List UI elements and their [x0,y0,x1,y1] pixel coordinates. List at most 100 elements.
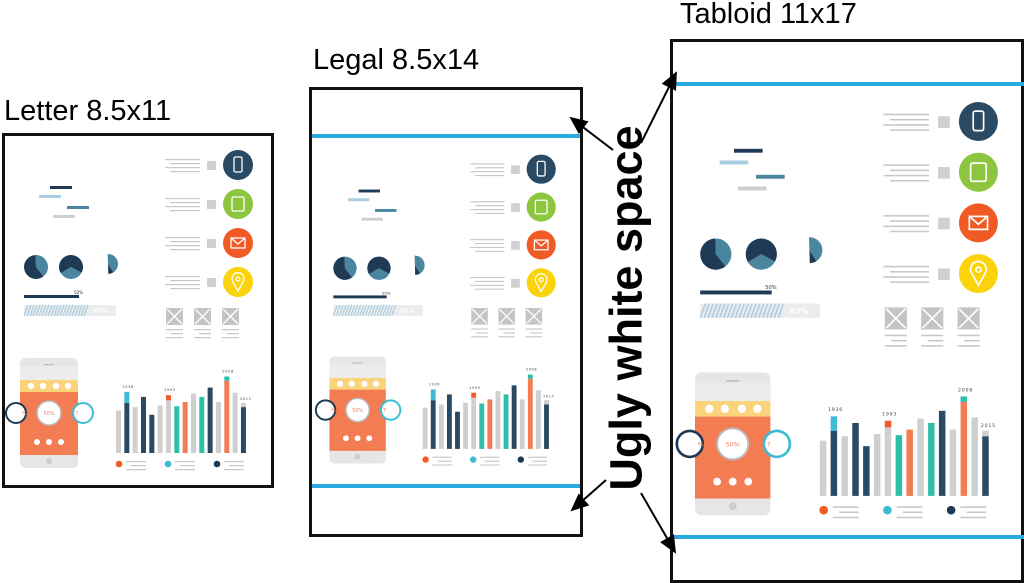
pie-chart-slice [108,264,114,274]
legend-text-line [432,464,452,466]
hatched-bar-label: 67% [790,307,809,316]
hatched-bar-stripe [765,303,773,319]
phone-dial-left-label: % [331,408,336,414]
hatched-bar-stripe [358,304,364,317]
pie-chart-slice [809,237,823,262]
hatched-bar-stripe [761,303,769,319]
gray-square [511,203,520,212]
hatched-bar-stripe [53,304,59,317]
hatched-bar-stripe [379,304,385,317]
image-placeholder-cross [222,308,239,325]
text-placeholder-line [883,124,929,126]
hatched-bar-stripe [80,304,86,317]
gray-square [938,217,950,230]
phone-dial [36,400,62,426]
text-placeholder-line [170,171,200,173]
hatched-bar-stripe [711,303,718,319]
phone-dial-label: 50% [352,408,363,414]
caption-placeholder-line [525,328,543,330]
chart-bar [132,407,138,453]
phone-app-icon [27,382,35,390]
chart-year-label: 1936 [828,407,843,413]
text-placeholder-line [883,225,929,228]
text-placeholder-line [170,210,200,212]
hatched-bar-stripe [44,304,50,317]
text-placeholder-line [170,241,200,243]
hatched-bar-stripe [71,304,77,317]
caption-placeholder-line [891,339,907,342]
caption-placeholder-line [171,333,183,335]
chart-bar [535,390,541,449]
hatched-bar-stripe [32,304,38,317]
chart-bar-cap [982,430,989,437]
pie-chart-slice [344,256,357,278]
text-placeholder-line [470,171,505,173]
arrow-to-tabloid-top [640,71,677,144]
legend-dot [115,460,123,468]
chart-bar [917,418,924,496]
hatched-bar-stripe [350,304,356,317]
hatched-bar-stripe [715,303,722,319]
chart-bar [430,400,436,449]
hatched-bar-stripe [388,304,394,317]
phone-yellow-band [20,380,78,392]
chart-bar [199,396,205,453]
pie-chart-slice [367,256,391,275]
pie-chart-slice [60,267,82,279]
legend-dot [213,460,221,468]
hatched-bar-stripe [746,303,753,319]
legend-text-line [229,465,244,467]
phone-dial-right [379,399,402,421]
hatched-bar-stripe [734,303,742,319]
hatched-bar-stripe [56,304,62,317]
timeline-bar [361,217,383,221]
phone-dial-label: 50% [725,441,739,449]
caption-placeholder-line [530,332,543,334]
image-placeholder-cross [194,308,211,325]
caption-placeholder-line [471,336,488,338]
pie-chart-slice [23,255,44,279]
chart-bar [471,397,477,449]
phone-dial-left [5,402,27,424]
hatched-bar-stripe [341,304,347,317]
pie-chart-slice [715,238,732,267]
hatched-bar-stripe [742,303,750,319]
location-pin-icon [534,273,548,293]
text-placeholder-line [475,250,505,252]
phone-dial-right-label: 7 [767,441,771,449]
image-placeholder-cross [471,308,488,325]
caption-placeholder-line [884,345,907,347]
caption-placeholder-line [921,334,944,337]
tabloid-label: Tabloid 11x17 [680,0,857,30]
legend-dot [469,456,477,463]
letter-label: Letter 8.5x11 [4,95,172,127]
phone-dial-left-label: % [698,441,704,449]
hatched-bar-stripe [41,304,47,317]
mail-icon [968,215,989,231]
hatched-bar-stripe [62,304,68,317]
gray-square [511,165,520,174]
chart-bar [830,430,838,496]
hatched-bar-stripe [35,304,41,317]
image-placeholder-cross [958,308,979,329]
mail-icon [230,237,246,249]
arrow-to-legal-top [569,116,614,151]
timeline-bar [719,160,749,165]
chart-bar [495,391,501,449]
chart-year-label: 2015 [981,423,996,429]
text-placeholder-line [165,284,200,286]
chart-bar [960,401,968,496]
text-placeholder-line [883,174,929,177]
phone-top-bar [20,366,78,380]
chart-bar [971,417,978,496]
legend-text-line [484,460,500,462]
chart-year-label: 2008 [526,368,537,372]
text-placeholder-line [475,205,505,207]
hatched-bar-stripe [77,304,83,317]
text-placeholder-line [165,276,200,278]
hatched-bar-stripe [707,303,714,319]
tablet-icon-circle [223,189,253,219]
chart-bar-cap [960,396,968,402]
